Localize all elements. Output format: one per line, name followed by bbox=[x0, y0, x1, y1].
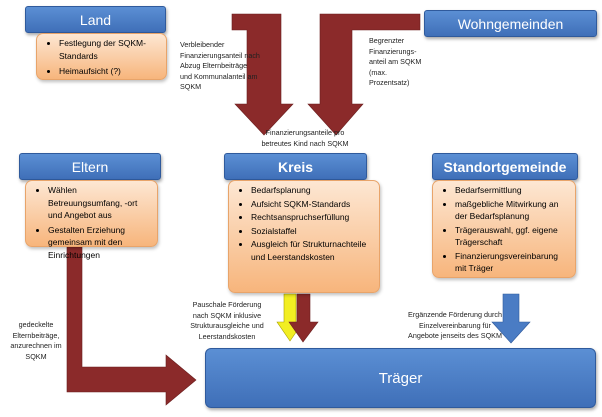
header-wohngemeinden-label: Wohngemeinden bbox=[457, 15, 564, 32]
eltern-list: Wählen Betreuungsumfang, -ort und Angebo… bbox=[26, 184, 153, 261]
note-ergaenzende: Ergänzende Förderung durch Einzelvereinb… bbox=[408, 310, 502, 340]
header-kreis: Kreis bbox=[224, 153, 367, 180]
traeger-label: Träger bbox=[378, 369, 423, 387]
land-list: Festlegung der SQKM-Standards Heimaufsic… bbox=[37, 37, 162, 78]
kreis-list: Bedarfsplanung Aufsicht SQKM-Standards R… bbox=[229, 184, 375, 263]
note-verbleibender: Verbleibender Finanzierungsanteil nach A… bbox=[180, 40, 260, 91]
standortgemeinde-box: Bedarfsermittlung maßgebliche Mitwirkung… bbox=[432, 180, 576, 278]
standortgemeinde-item: maßgebliche Mitwirkung an der Bedarfspla… bbox=[455, 198, 571, 223]
eltern-item: Gestalten Erziehung gemeinsam mit den Ei… bbox=[48, 224, 153, 262]
eltern-box: Wählen Betreuungsumfang, -ort und Angebo… bbox=[25, 180, 158, 260]
arrow-standortgemeinde-to-traeger bbox=[491, 293, 531, 344]
standortgemeinde-item: Bedarfsermittlung bbox=[455, 184, 571, 197]
kreis-box: Bedarfsplanung Aufsicht SQKM-Standards R… bbox=[228, 180, 380, 293]
land-item: Festlegung der SQKM-Standards bbox=[59, 37, 162, 62]
note-pauschale: Pauschale Förderung nach SQKM inklusive … bbox=[190, 300, 264, 341]
kreis-item: Bedarfsplanung bbox=[251, 184, 375, 197]
header-kreis-label: Kreis bbox=[277, 158, 314, 175]
traeger-box: Träger bbox=[205, 348, 596, 408]
header-eltern-label: Eltern bbox=[71, 158, 109, 175]
note-begrenzter: Begrenzter Finanzierungs-anteil am SQKM … bbox=[369, 36, 422, 87]
kreis-item: Sozialstaffel bbox=[251, 225, 375, 238]
arrow-wohngemeinden-to-kreis bbox=[307, 13, 421, 136]
standortgemeinde-item: Finanzierungsvereinbarung mit Träger bbox=[455, 250, 571, 275]
arrow-kreis-to-traeger-red bbox=[288, 293, 319, 343]
header-land-label: Land bbox=[79, 11, 112, 28]
note-gedeckelte: gedeckelte Elternbeiträge, anzurechnen i… bbox=[10, 320, 62, 361]
arrow-land-to-kreis bbox=[231, 13, 294, 136]
header-eltern: Eltern bbox=[19, 153, 161, 180]
note-finanzierungsanteile: Finanzierungsanteile pro betreutes Kind … bbox=[261, 128, 349, 148]
header-standortgemeinde-label: Standortgemeinde bbox=[443, 158, 567, 175]
arrow-eltern-to-traeger bbox=[66, 246, 197, 406]
land-box: Festlegung der SQKM-Standards Heimaufsic… bbox=[36, 33, 167, 80]
header-standortgemeinde: Standortgemeinde bbox=[432, 153, 578, 180]
kreis-item: Aufsicht SQKM-Standards bbox=[251, 198, 375, 211]
land-item: Heimaufsicht (?) bbox=[59, 65, 162, 78]
header-land: Land bbox=[25, 6, 166, 33]
eltern-item: Wählen Betreuungsumfang, -ort und Angebo… bbox=[48, 184, 153, 222]
standortgemeinde-item: Trägerauswahl, ggf. eigene Trägerschaft bbox=[455, 224, 571, 249]
kreis-item: Rechtsanspruchserfüllung bbox=[251, 211, 375, 224]
standortgemeinde-list: Bedarfsermittlung maßgebliche Mitwirkung… bbox=[433, 184, 571, 275]
kreis-item: Ausgleich für Strukturnachteile und Leer… bbox=[251, 238, 375, 263]
header-wohngemeinden: Wohngemeinden bbox=[424, 10, 597, 37]
